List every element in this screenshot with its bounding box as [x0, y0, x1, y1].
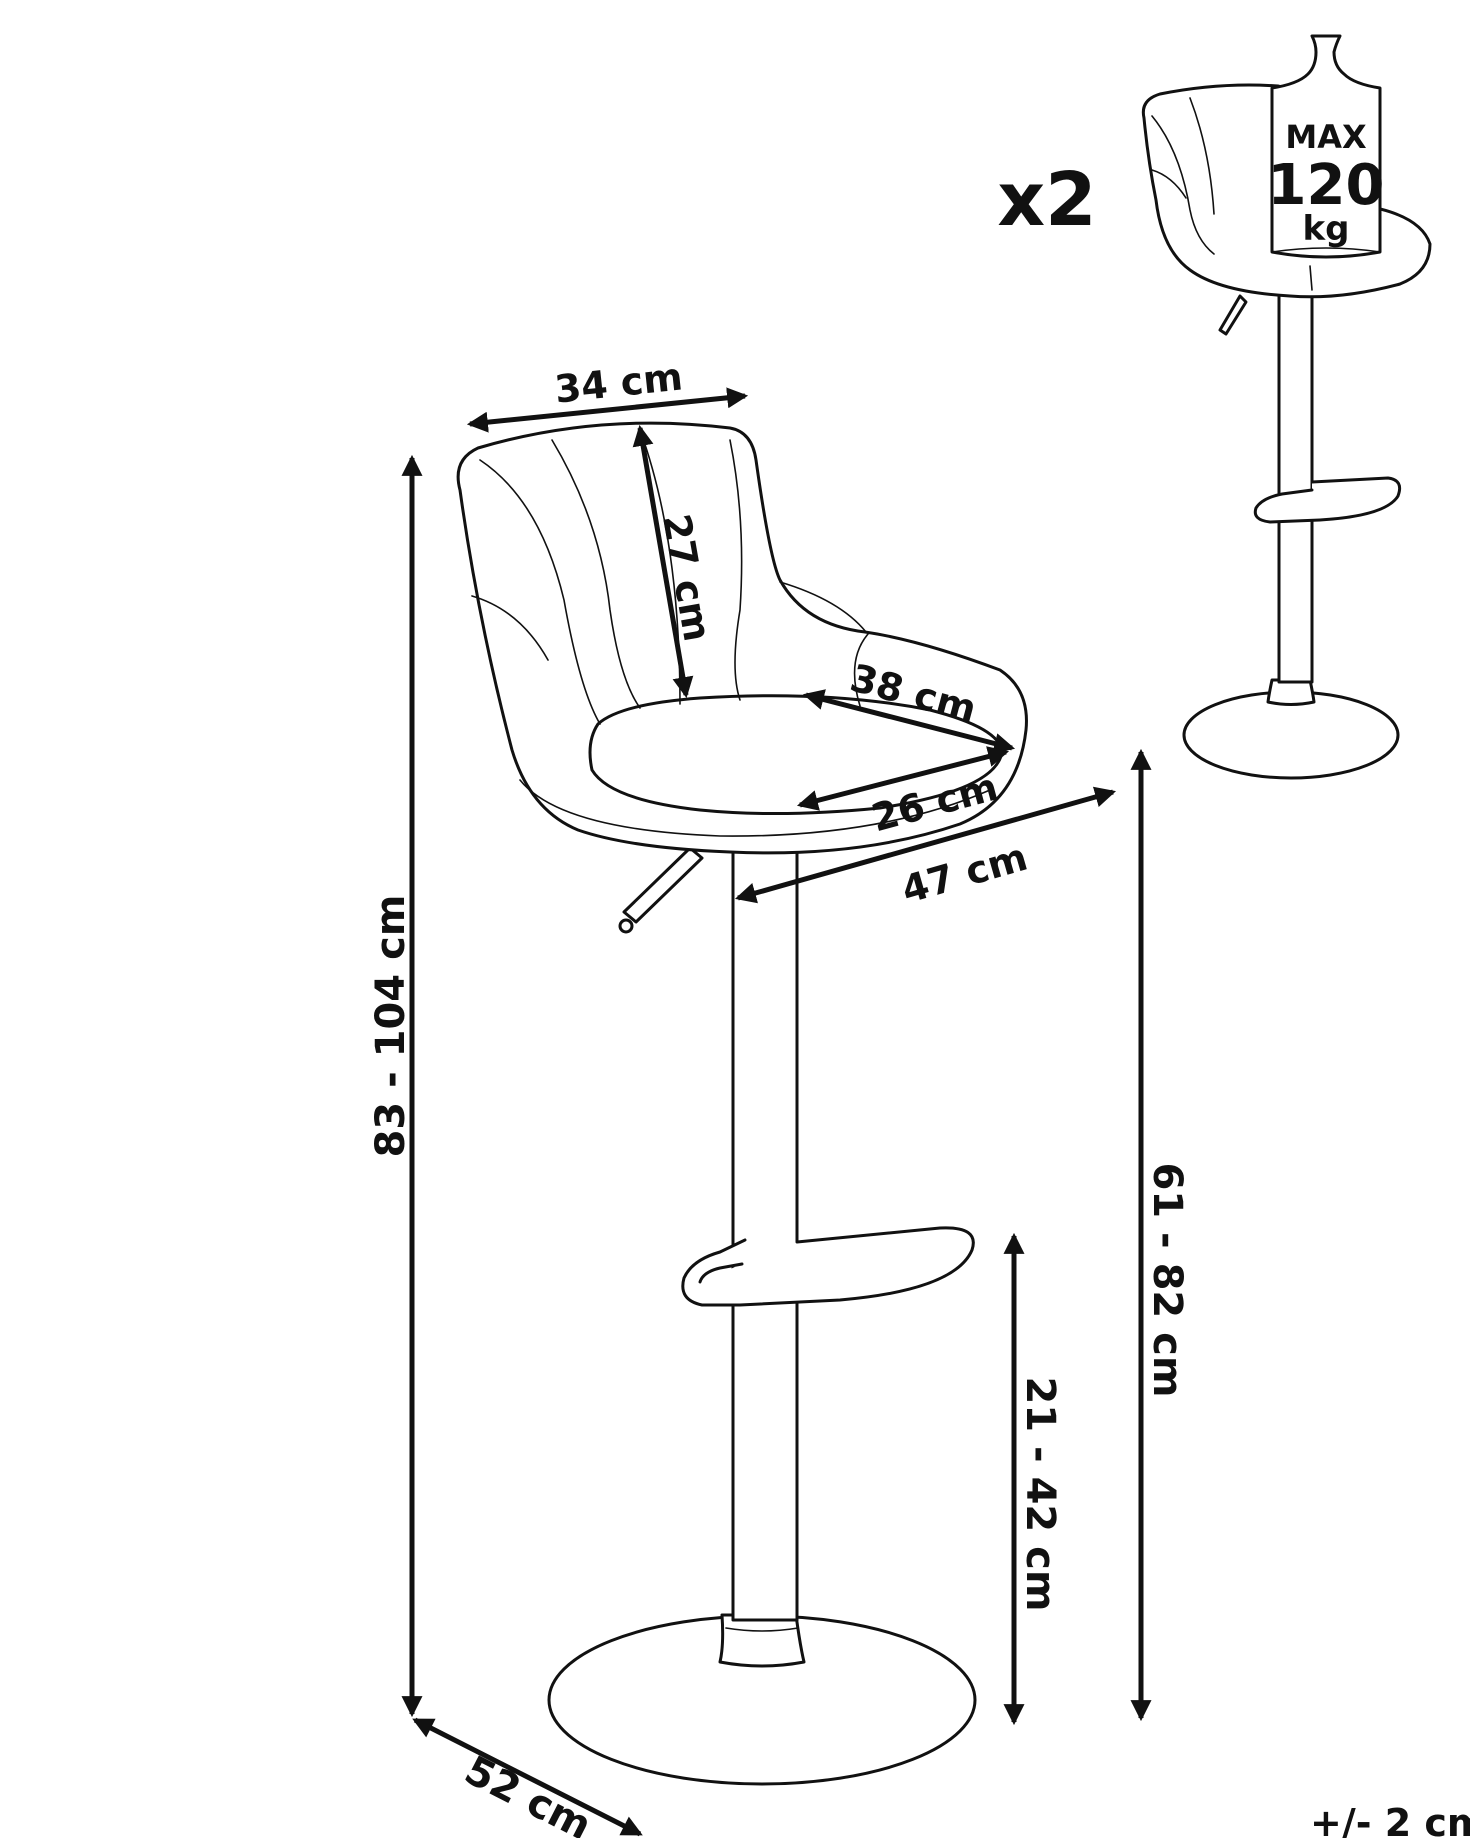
- quantity-label: x2: [997, 157, 1096, 243]
- dim-label-base-diameter: 52 cm: [457, 1747, 598, 1838]
- main-column: [731, 848, 799, 1622]
- weight-bottle-icon: [1270, 34, 1382, 259]
- small-column: [1277, 288, 1314, 684]
- dim-line-backrest-width: [466, 387, 749, 433]
- main-footrest-ring: [681, 1226, 975, 1307]
- main-stool-drawing: [456, 421, 1028, 1786]
- tolerance-note: +/- 2 cm: [1310, 1801, 1470, 1838]
- max-load-label: MAX: [1285, 118, 1367, 156]
- dim-label-total-height: 83 - 104 cm: [368, 895, 414, 1158]
- small-footrest-ring: [1253, 476, 1402, 524]
- dim-line-seat-depth: [802, 689, 1016, 754]
- dim-label-seat-height: 61 - 82 cm: [1144, 1162, 1190, 1397]
- dimension-lines: [401, 387, 1152, 1837]
- dim-line-backrest-height: [632, 424, 694, 699]
- dim-label-footrest-height: 21 - 42 cm: [1017, 1376, 1063, 1611]
- small-stool-drawing: MAX 120 kg: [1141, 34, 1432, 780]
- dim-line-seat-width: [734, 786, 1117, 904]
- main-base-collar: [718, 1613, 806, 1668]
- max-load-value: 120: [1268, 153, 1385, 218]
- main-gas-lever: [622, 846, 704, 924]
- max-load-unit: kg: [1303, 209, 1350, 249]
- dim-line-base-diameter: [412, 1717, 643, 1837]
